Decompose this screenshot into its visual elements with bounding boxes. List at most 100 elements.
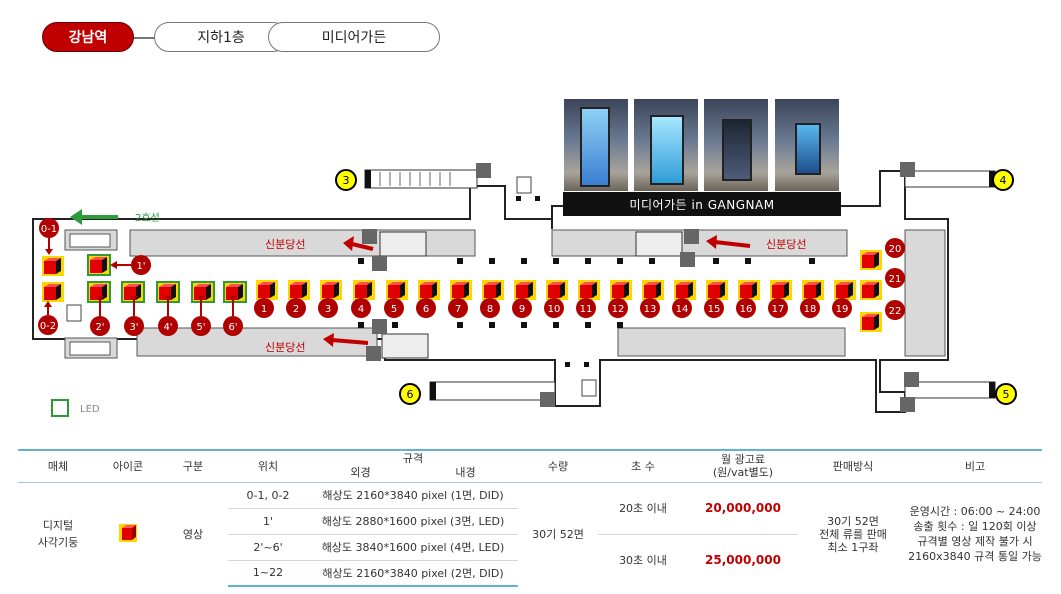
pillar-badge-10: 10 [544, 298, 564, 318]
line2-label: 2호선 [135, 212, 160, 224]
svg-text:8: 8 [487, 304, 493, 315]
seconds-a: 20초 이내 [598, 482, 688, 535]
svg-text:3: 3 [325, 304, 331, 315]
pillar-badge-18: 18 [800, 298, 820, 318]
svg-text:2': 2' [95, 322, 104, 333]
pillar-badge-15: 15 [704, 298, 724, 318]
svg-text:7: 7 [455, 304, 461, 315]
pillar-15[interactable] [706, 280, 728, 300]
structural-columns [358, 196, 815, 367]
pillar-11[interactable] [578, 280, 600, 300]
breadcrumb-floor[interactable]: 지하1층 [154, 22, 288, 52]
pillar-badge-9: 9 [512, 298, 532, 318]
pillar-badge-0-1: 0-1 [39, 218, 59, 238]
exit-3: 3 [343, 174, 350, 187]
row-spec: 해상도 2160*3840 pixel (2면, DID) [308, 560, 518, 587]
pillar-0-2[interactable] [42, 282, 64, 302]
svg-text:5': 5' [196, 322, 205, 333]
pillar-badge-7: 7 [448, 298, 468, 318]
pillar-badge-13: 13 [640, 298, 660, 318]
svg-text:11: 11 [580, 304, 593, 315]
svg-text:15: 15 [708, 304, 721, 315]
pillar-14[interactable] [674, 280, 696, 300]
pillar-8[interactable] [482, 280, 504, 300]
pillar-17[interactable] [770, 280, 792, 300]
pillar-16[interactable] [738, 280, 760, 300]
led-pillar-1'[interactable] [87, 254, 111, 276]
pillar-21[interactable] [860, 280, 882, 300]
row-spec: 해상도 3840*1600 pixel (4면, LED) [308, 534, 518, 561]
pillar-19[interactable] [834, 280, 856, 300]
media-icon-cell [98, 482, 158, 586]
svg-text:16: 16 [740, 304, 753, 315]
pillar-9[interactable] [514, 280, 536, 300]
photo-3 [703, 98, 769, 192]
pillar-badge-16: 16 [736, 298, 756, 318]
pillar-badge-6p: 6' [223, 316, 243, 336]
pillar-2[interactable] [288, 280, 310, 300]
escalator-ends [365, 170, 995, 400]
row-position: 2'~6' [228, 534, 308, 561]
table-row: 2'~6' 해상도 3840*1600 pixel (4면, LED) 30초 … [18, 534, 1042, 567]
digital-pillar-icon [119, 523, 137, 542]
svg-text:4': 4' [163, 322, 172, 333]
pillar-badge-4: 4 [351, 298, 371, 318]
breadcrumb: 강남역 지하1층 미디어가든 [42, 22, 442, 52]
pillar-badge-8: 8 [480, 298, 500, 318]
pillar-1[interactable] [256, 280, 278, 300]
quantity: 30기 52면 [532, 528, 584, 542]
svg-text:6': 6' [228, 322, 237, 333]
pillar-badge-22: 22 [885, 300, 905, 320]
exit-6: 6 [407, 388, 414, 401]
svg-text:2: 2 [293, 304, 299, 315]
row-position: 1~22 [228, 560, 308, 587]
fee-b: 25,000,000 [705, 553, 781, 568]
pillar-6[interactable] [418, 280, 440, 300]
col-media: 매체 [18, 449, 98, 483]
emergency-exit-icon [69, 233, 111, 356]
spec-table: 매체 아이콘 구분 위치 규격 외경 내경 수량 초 수 월 광고료 (원/va… [18, 449, 1042, 587]
svg-text:19: 19 [836, 304, 849, 315]
pillar-badge-1: 1 [254, 298, 274, 318]
legend: LED [51, 399, 100, 417]
spec-outer: 외경 [350, 466, 371, 480]
table-row: 1~22 해상도 2160*3840 pixel (2면, DID) [18, 560, 1042, 587]
breadcrumb-station[interactable]: 강남역 [42, 22, 134, 52]
pillar-12[interactable] [610, 280, 632, 300]
pillar-5[interactable] [386, 280, 408, 300]
pillar-20[interactable] [860, 250, 882, 270]
svg-text:9: 9 [519, 304, 525, 315]
pillar-3[interactable] [320, 280, 342, 300]
photo-2 [633, 98, 699, 192]
shinbundang-label-left: 신분당선 [265, 238, 305, 251]
svg-text:1: 1 [261, 304, 267, 315]
shinbundang-indicators: 신분당선 신분당선 신분당선 [265, 235, 806, 354]
col-fee: 월 광고료 (원/vat별도) [688, 449, 798, 483]
led-pillar-4'[interactable] [156, 281, 180, 303]
pillar-badge-21: 21 [885, 268, 905, 288]
concourse-walls [32, 170, 949, 413]
svg-text:18: 18 [804, 304, 817, 315]
pillar-0-1[interactable] [42, 256, 64, 276]
pointer-head [44, 301, 52, 307]
pillar-badge-19: 19 [832, 298, 852, 318]
pillar-22[interactable] [860, 312, 882, 332]
svg-text:20: 20 [889, 244, 902, 255]
svg-text:6: 6 [423, 304, 429, 315]
breadcrumb-zone[interactable]: 미디어가든 [268, 22, 440, 52]
pillar-4[interactable] [353, 280, 375, 300]
svg-text:21: 21 [889, 274, 902, 285]
pointer-head [229, 296, 237, 302]
pillar-18[interactable] [802, 280, 824, 300]
pillar-13[interactable] [642, 280, 664, 300]
pillar-7[interactable] [450, 280, 472, 300]
media-name: 디지털 사각기둥 [37, 519, 79, 550]
exit-5: 5 [1003, 388, 1010, 401]
pointer-head [110, 261, 117, 269]
led-pillar-6'[interactable] [223, 281, 247, 303]
col-seconds: 초 수 [598, 449, 688, 483]
pillar-badge-0-2: 0-2 [38, 315, 58, 335]
pillar-10[interactable] [546, 280, 568, 300]
photo-caption: 미디어가든 in GANGNAM [563, 192, 841, 216]
